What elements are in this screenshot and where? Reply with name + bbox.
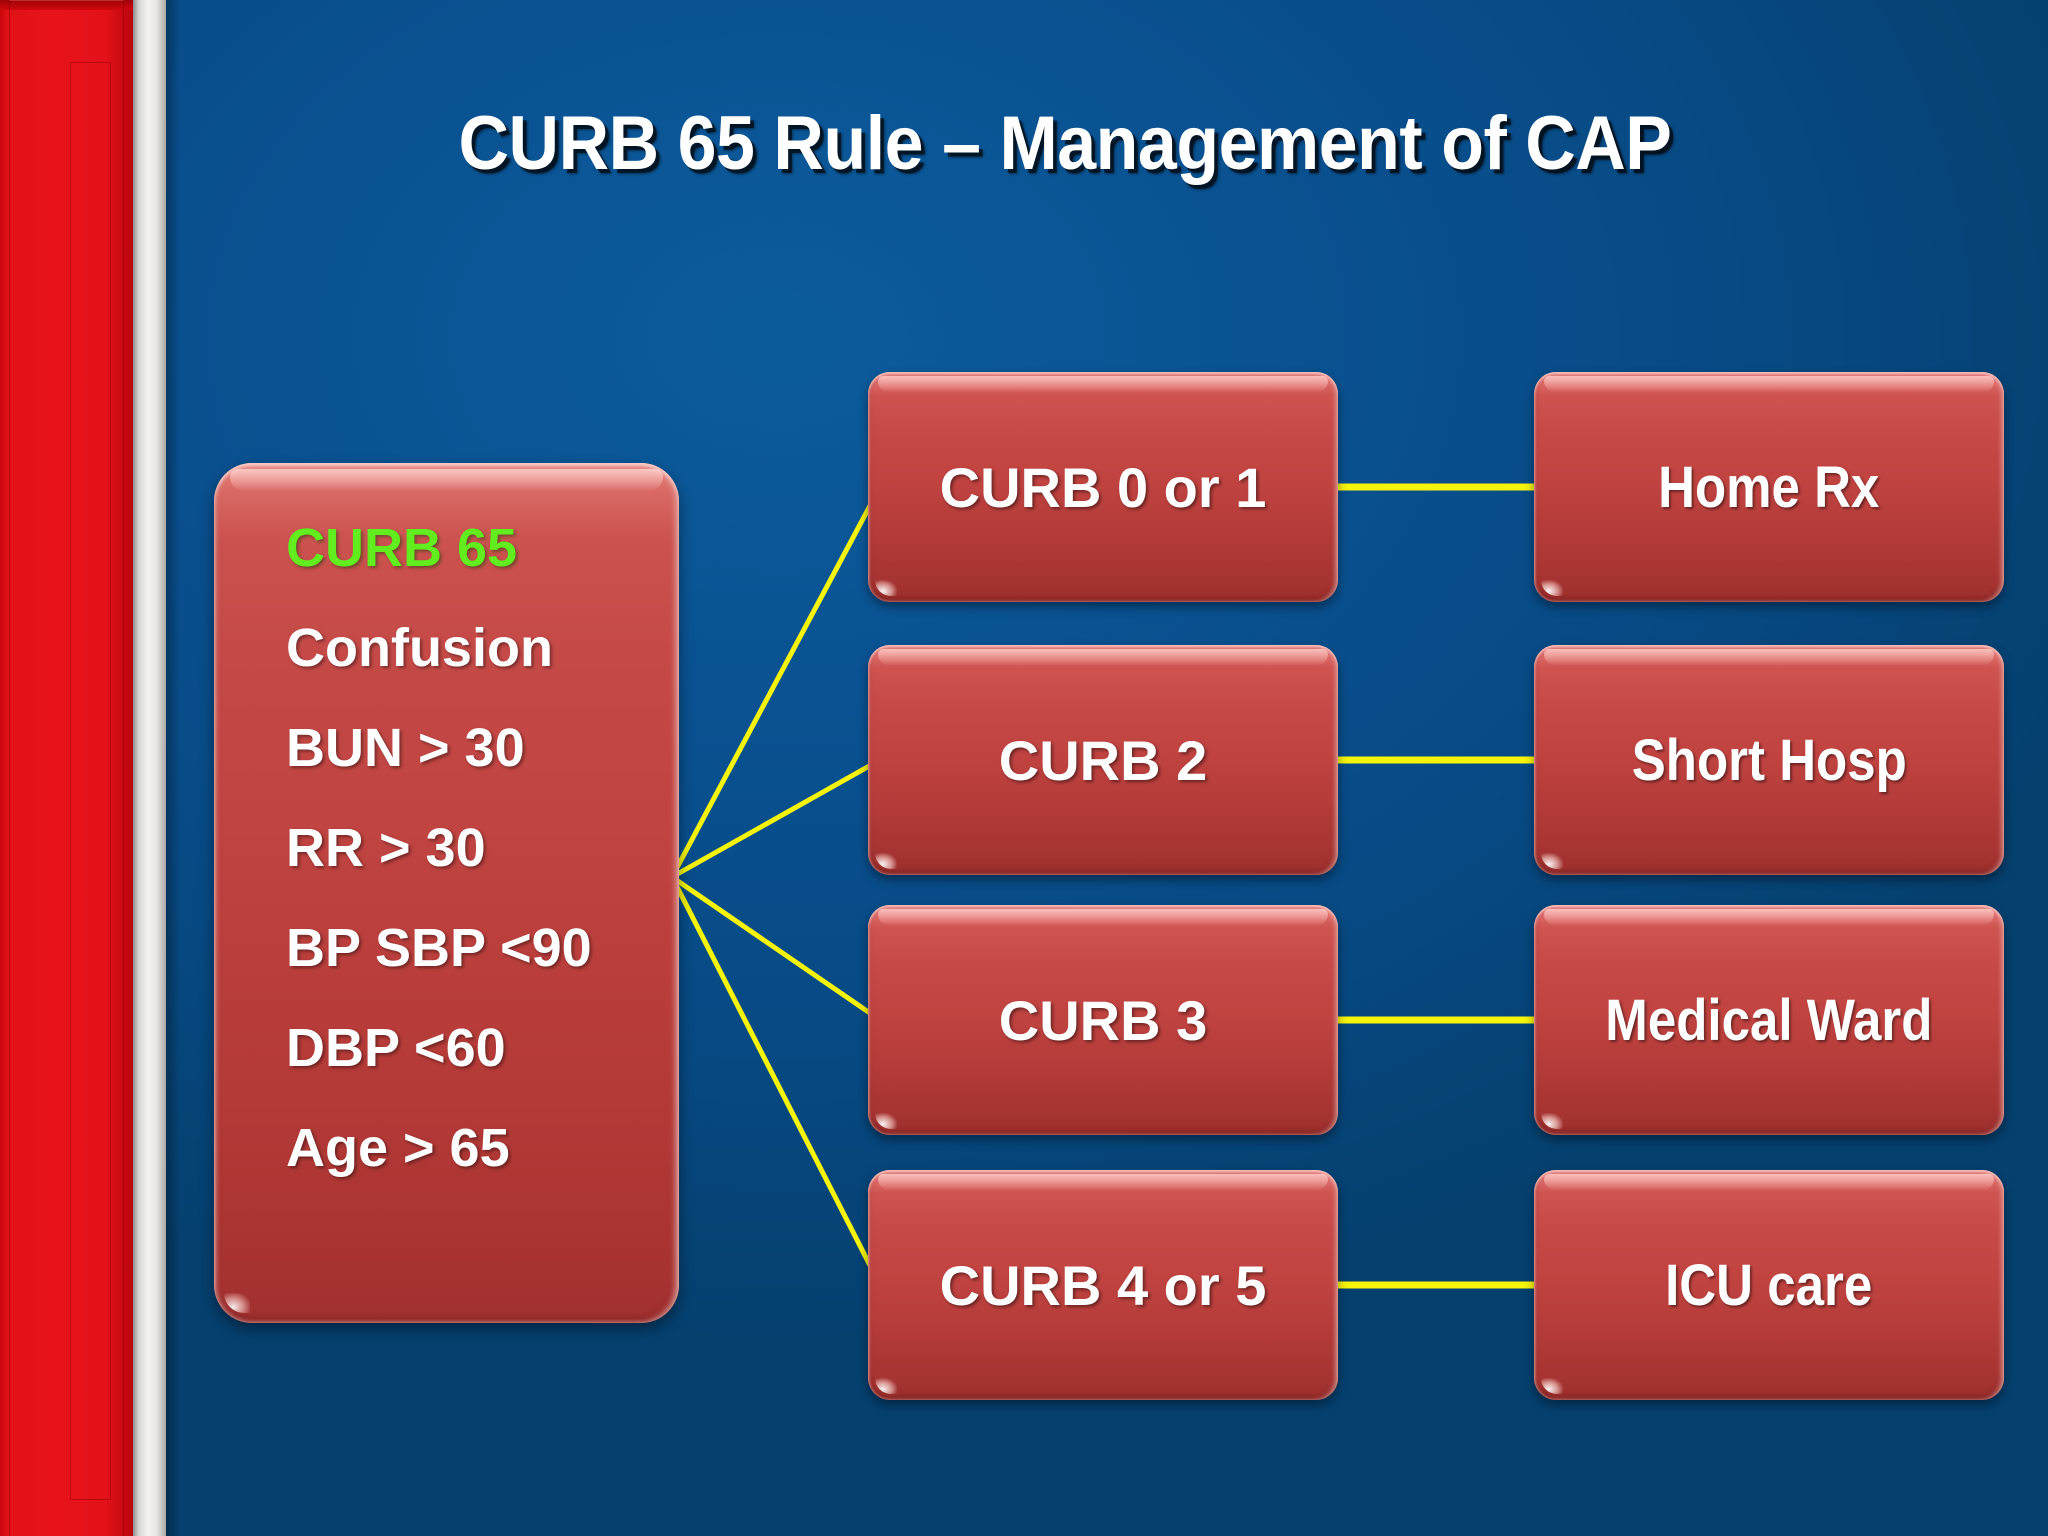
curb-score-label-4: CURB 4 or 5 xyxy=(939,1253,1267,1317)
curb-score-box-2[interactable]: CURB 2 xyxy=(868,645,1338,875)
connector-fan-3 xyxy=(670,874,882,1023)
outcome-box-4[interactable]: ICU care xyxy=(1534,1170,2004,1400)
outcome-label-4: ICU care xyxy=(1665,1252,1873,1318)
criteria-panel: CURB 65 Confusion BUN > 30 RR > 30 BP SB… xyxy=(214,463,679,1323)
criteria-item-sbp: BP SBP <90 xyxy=(286,918,592,978)
left-gray-strip-shadow xyxy=(166,0,180,1536)
criteria-item-rr: RR > 30 xyxy=(286,818,486,878)
left-gray-strip xyxy=(133,0,166,1536)
curb-score-box-3[interactable]: CURB 3 xyxy=(868,905,1338,1135)
criteria-item-bun: BUN > 30 xyxy=(286,718,525,778)
criteria-item-age: Age > 65 xyxy=(286,1118,510,1178)
criteria-list: CURB 65 Confusion BUN > 30 RR > 30 BP SB… xyxy=(214,521,679,1175)
left-red-bar-cap xyxy=(0,0,133,10)
outcome-box-3[interactable]: Medical Ward xyxy=(1534,905,2004,1135)
connector-fan-1 xyxy=(669,485,883,879)
criteria-heading: CURB 65 xyxy=(286,518,518,578)
left-red-bar-inner-border xyxy=(9,0,124,1536)
left-red-bar-inner-border-2 xyxy=(70,62,111,1500)
curb-score-box-4[interactable]: CURB 4 or 5 xyxy=(868,1170,1338,1400)
connector-fan-2 xyxy=(670,757,882,880)
criteria-item-confusion: Confusion xyxy=(286,618,553,678)
outcome-box-1[interactable]: Home Rx xyxy=(1534,372,2004,602)
outcome-box-2[interactable]: Short Hosp xyxy=(1534,645,2004,875)
outcome-label-3: Medical Ward xyxy=(1605,987,1933,1053)
outcome-label-1: Home Rx xyxy=(1658,454,1880,520)
left-red-bar xyxy=(0,0,133,1536)
curb-score-box-1[interactable]: CURB 0 or 1 xyxy=(868,372,1338,602)
connector-fan-4 xyxy=(669,875,883,1287)
criteria-item-dbp: DBP <60 xyxy=(286,1018,506,1078)
curb-score-label-3: CURB 3 xyxy=(998,988,1208,1052)
curb-score-label-2: CURB 2 xyxy=(998,728,1208,792)
outcome-label-2: Short Hosp xyxy=(1631,727,1907,793)
curb-score-label-1: CURB 0 or 1 xyxy=(939,455,1267,519)
slide-title: CURB 65 Rule – Management of CAP xyxy=(458,101,1672,186)
